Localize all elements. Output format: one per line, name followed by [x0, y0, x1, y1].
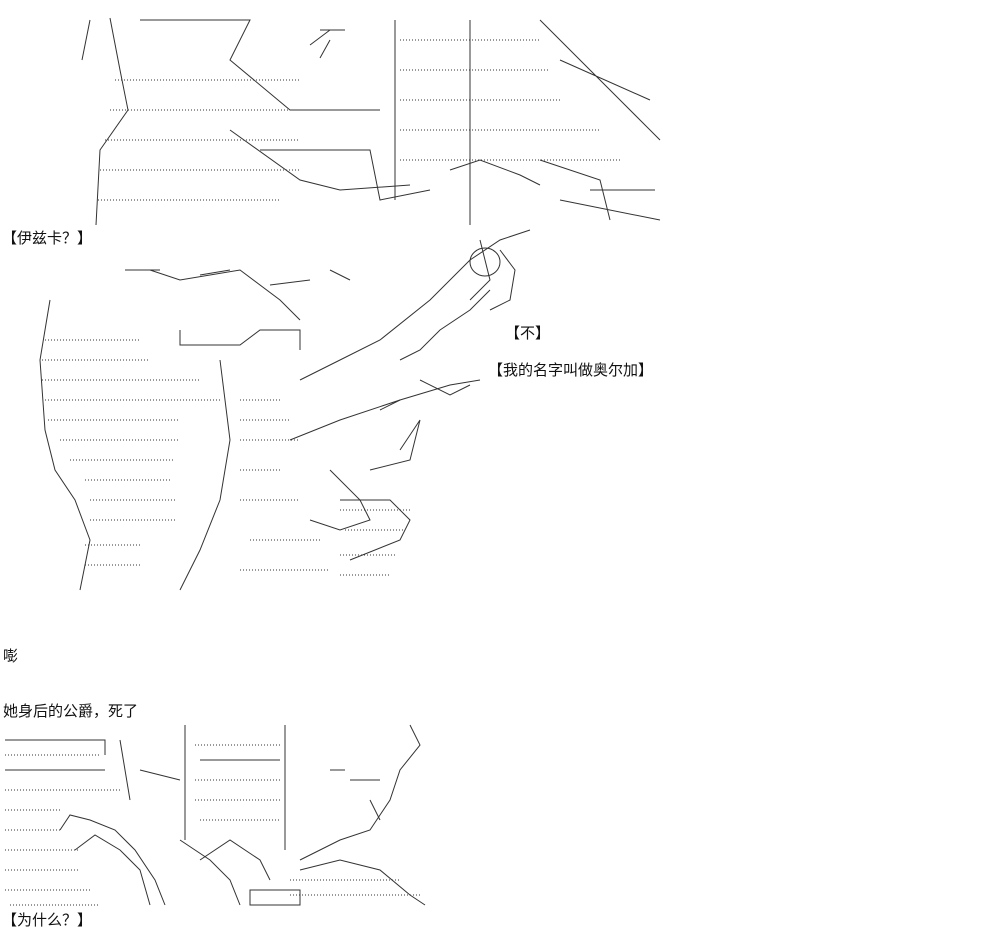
- speech-no: 【不】: [505, 324, 551, 342]
- caption-izka: 【伊兹卡？】: [2, 229, 93, 247]
- caption-why: 【为什么？】: [2, 911, 93, 929]
- speech-name: 【我的名字叫做奥尔加】: [488, 361, 654, 379]
- narration-duke-dead: 她身后的公爵，死了: [3, 702, 139, 720]
- sound-effect: 嘭: [3, 647, 19, 665]
